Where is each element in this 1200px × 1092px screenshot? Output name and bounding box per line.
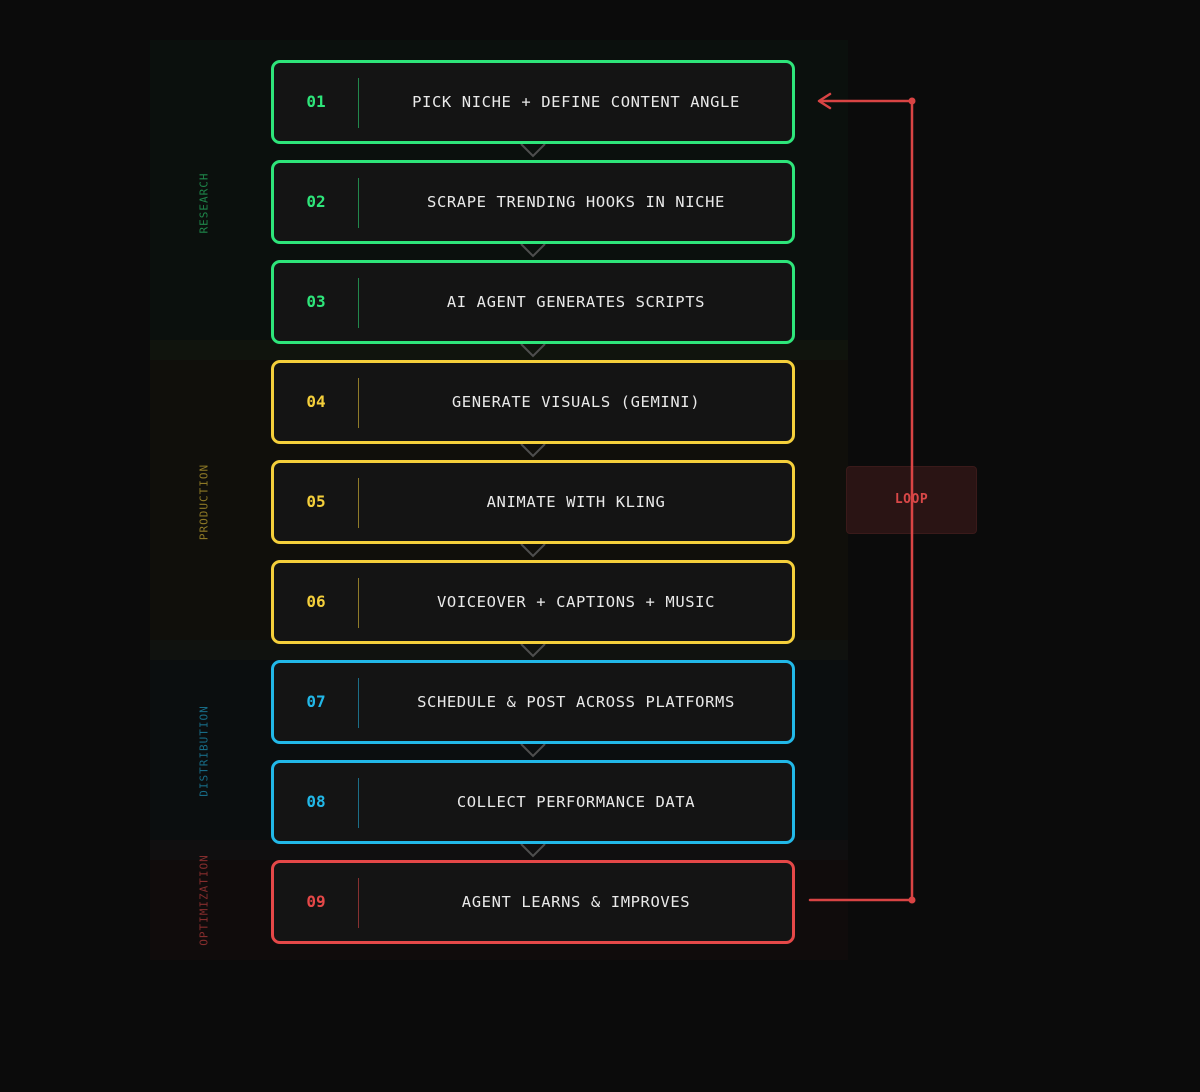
step-label: AGENT LEARNS & IMPROVES [461,893,691,911]
step-08: 08 COLLECT PERFORMANCE DATA [271,760,795,844]
step-number: 01 [306,92,326,111]
step-label: ANIMATE WITH KLING [486,493,666,511]
step-02: 02 SCRAPE TRENDING HOOKS IN NICHE [271,160,795,244]
phase-label-optimization: OPTIMIZATION [197,854,211,946]
step-number: 04 [306,392,326,411]
loop-corner-dot-top [908,97,916,105]
loop-badge: LOOP [846,466,977,534]
phase-label-research: RESEARCH [197,172,211,234]
step-label: VOICEOVER + CAPTIONS + MUSIC [436,593,716,611]
step-label: PICK NICHE + DEFINE CONTENT ANGLE [412,93,740,111]
step-number: 02 [306,192,326,211]
step-04: 04 GENERATE VISUALS (GEMINI) [271,360,795,444]
step-divider [358,178,359,228]
step-07: 07 SCHEDULE & POST ACROSS PLATFORMS [271,660,795,744]
step-number: 09 [306,892,326,911]
step-label: GENERATE VISUALS (GEMINI) [451,393,701,411]
step-01: 01 PICK NICHE + DEFINE CONTENT ANGLE [271,60,795,144]
loop-label: LOOP [894,492,929,507]
step-03: 03 AI AGENT GENERATES SCRIPTS [271,260,795,344]
phase-label-production: PRODUCTION [197,463,211,541]
step-divider [358,578,359,628]
step-divider [358,478,359,528]
step-number: 03 [306,292,326,311]
step-label: COLLECT PERFORMANCE DATA [456,793,696,811]
phase-label-distribution: DISTRIBUTION [197,705,211,797]
loop-corner-dot-bottom [908,896,916,904]
step-divider [358,78,359,128]
step-number: 07 [306,692,326,711]
step-label: SCRAPE TRENDING HOOKS IN NICHE [427,193,725,211]
step-number: 05 [306,492,326,511]
step-number: 08 [306,792,326,811]
step-number: 06 [306,592,326,611]
step-divider [358,878,359,928]
step-divider [358,278,359,328]
step-divider [358,378,359,428]
step-09: 09 AGENT LEARNS & IMPROVES [271,860,795,944]
step-divider [358,778,359,828]
step-06: 06 VOICEOVER + CAPTIONS + MUSIC [271,560,795,644]
step-05: 05 ANIMATE WITH KLING [271,460,795,544]
step-label: AI AGENT GENERATES SCRIPTS [446,293,706,311]
step-divider [358,678,359,728]
step-label: SCHEDULE & POST ACROSS PLATFORMS [417,693,735,711]
